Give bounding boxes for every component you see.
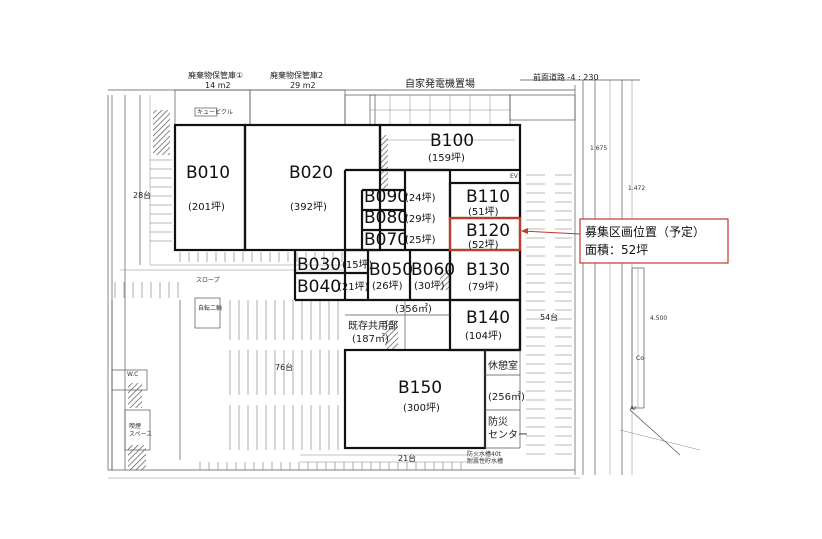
unit-b110-code: B110 xyxy=(466,187,510,207)
parking-stalls xyxy=(114,159,572,470)
hatched-areas xyxy=(128,110,450,470)
lounge-area: (256㎡) xyxy=(488,391,525,403)
unit-b070-area: (25坪) xyxy=(405,233,436,246)
generator-label: 自家発電機置場 xyxy=(405,77,475,90)
callout-area: 面積：52坪 xyxy=(585,242,648,257)
unit-b030-area: (15坪) xyxy=(342,258,373,271)
waste2-area: 29 m2 xyxy=(290,81,316,90)
lounge-label: 休憩室 xyxy=(488,359,518,372)
parking-28: 28台 xyxy=(133,190,151,200)
svg-text:Ar: Ar xyxy=(630,405,637,412)
parking-76: 76台 xyxy=(275,362,293,372)
svg-text:1.472: 1.472 xyxy=(628,185,645,192)
unit-b150-code: B150 xyxy=(398,378,442,398)
wc-label: W.C xyxy=(127,371,138,378)
unit-b130-code: B130 xyxy=(466,260,510,280)
unit-b040-area: (21坪) xyxy=(338,280,369,293)
common-labels: (356㎡) 既存共用部 (187㎡) 休憩室 (256㎡) 防災 センター 防… xyxy=(196,173,528,465)
unit-b060-code: B060 xyxy=(411,260,455,280)
unit-b060-area: (30坪) xyxy=(414,279,445,292)
existing-common-area: (187㎡) xyxy=(352,333,389,345)
unit-b040-code: B040 xyxy=(297,277,341,297)
callout-title: 募集区画位置（予定） xyxy=(585,224,705,239)
recruitment-callout[interactable]: 募集区画位置（予定） 面積：52坪 xyxy=(579,218,729,264)
existing-common-label: 既存共用部 xyxy=(348,319,398,332)
unit-b010-area: (201坪) xyxy=(188,200,225,213)
parking-54: 54台 xyxy=(540,312,558,322)
corridor-area: (356㎡) xyxy=(395,303,432,315)
unit-b010-code: B010 xyxy=(186,163,230,183)
elevator-label: EV xyxy=(510,173,519,180)
disaster-center-line2: センター xyxy=(488,429,528,441)
unit-b140-area: (104坪) xyxy=(465,329,502,342)
unit-b020-area: (392坪) xyxy=(290,200,327,213)
disaster-center-line1: 防災 xyxy=(488,415,508,428)
unit-b150-area: (300坪) xyxy=(403,401,440,414)
svg-text:4.500: 4.500 xyxy=(650,315,667,322)
unit-b090-area: (24坪) xyxy=(405,191,436,204)
bike-label: 自転二輪 xyxy=(198,304,222,312)
cubicle-label: キュービクル xyxy=(197,108,233,116)
unit-b100-code: B100 xyxy=(430,131,474,151)
unit-b020-code: B020 xyxy=(289,163,333,183)
waste2-label: 廃棄物保管庫2 xyxy=(270,70,323,80)
callout-leader xyxy=(521,230,581,235)
misc-structures xyxy=(111,297,470,470)
unit-b050-area: (26坪) xyxy=(372,279,403,292)
unit-b140-code: B140 xyxy=(466,308,510,328)
unit-b090-code: B090 xyxy=(364,187,408,207)
unit-b130-area: (79坪) xyxy=(468,280,499,293)
ramp-label: スロープ xyxy=(196,277,220,284)
road-label: 前面道路 -4 : 230 xyxy=(533,72,599,82)
waste1-label: 廃棄物保管庫① xyxy=(188,70,243,80)
waste1-area: 14 m2 xyxy=(205,81,231,90)
svg-text:1.675: 1.675 xyxy=(590,145,607,152)
unit-labels: B010 (201坪) B020 (392坪) B100 (159坪) B090… xyxy=(186,131,510,414)
unit-b050-code: B050 xyxy=(369,260,413,280)
fire-tank-label-2: 耐震性貯水槽 xyxy=(467,457,503,465)
unit-b080-area: (29坪) xyxy=(405,212,436,225)
svg-text:Co: Co xyxy=(636,355,644,362)
unit-b100-area: (159坪) xyxy=(428,151,465,164)
unit-b080-code: B080 xyxy=(364,208,408,228)
b120-highlight[interactable] xyxy=(448,216,522,252)
top-annex: 廃棄物保管庫① 14 m2 廃棄物保管庫2 29 m2 自家発電機置場 前面道路… xyxy=(174,70,599,126)
building-walls xyxy=(173,123,522,450)
unit-b120-code: B120 xyxy=(466,221,510,241)
unit-b030-code: B030 xyxy=(297,255,341,275)
unit-b070-code: B070 xyxy=(364,230,408,250)
callout-arrowhead xyxy=(521,228,528,234)
smoking-space-label: スペース xyxy=(129,431,152,438)
smoking-label: 喫煙 xyxy=(129,422,141,430)
fire-tank-label: 防火水槽40t xyxy=(467,450,502,458)
site-outlines: 1.675 1.472 4.500 Co Ar xyxy=(107,79,701,479)
unit-b120-area: (52坪) xyxy=(468,238,499,251)
unit-b110-area: (51坪) xyxy=(468,205,499,218)
parking-21: 21台 xyxy=(398,453,416,463)
parking-labels: 28台 76台 54台 21台 自転二輪 W.C 喫煙 スペース xyxy=(127,190,558,463)
